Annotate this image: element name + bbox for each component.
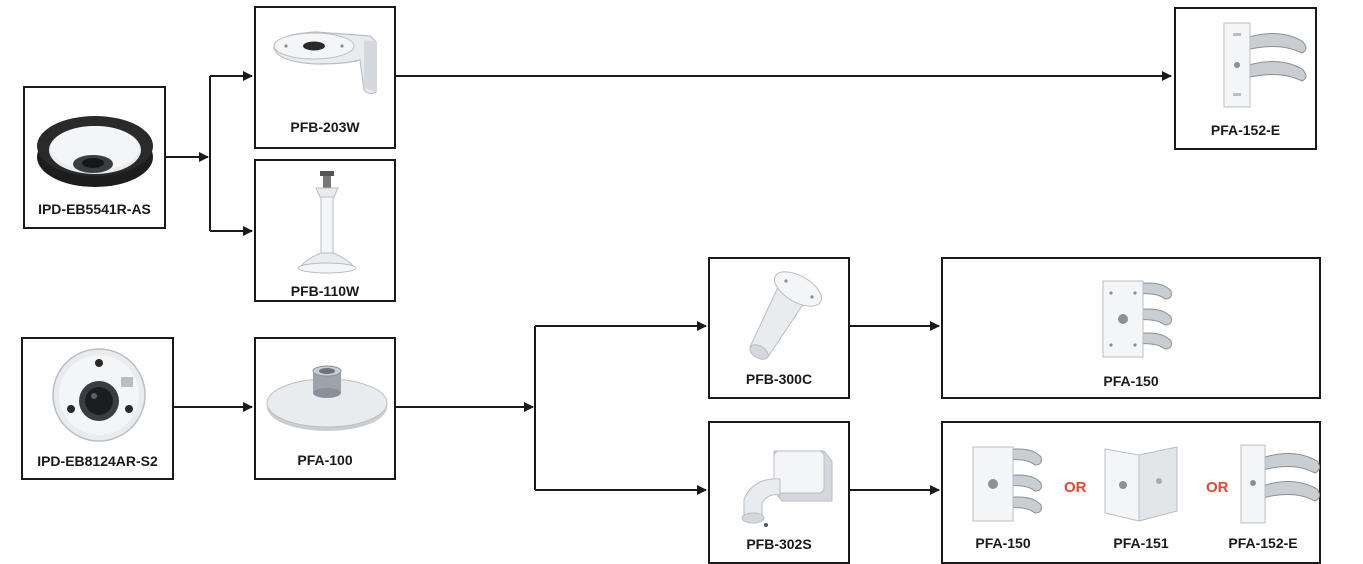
option-label-third: PFA-152-E: [1228, 535, 1298, 551]
turret-camera-icon: [52, 348, 146, 442]
node-pfb-203w: PFB-203W: [254, 6, 396, 149]
node-label-pfa150-single: PFA-150: [1103, 373, 1159, 389]
node-pole-mount-options: PFA-150 OR PFA-151 OR PFA-152-E: [941, 421, 1321, 564]
node-label-cam1: IPD-EB5541R-AS: [38, 201, 151, 217]
option-label-first: PFA-150: [975, 535, 1031, 551]
node-label-pfa152e-top: PFA-152-E: [1210, 122, 1281, 138]
wall-bracket-icon: [273, 31, 377, 95]
pole-mount-band-icon: [1223, 22, 1307, 108]
adapter-plate-icon: [266, 365, 388, 431]
node-pfa-100: PFA-100: [254, 337, 396, 480]
node-label-pfb300c: PFB-300C: [745, 371, 813, 387]
wall-junction-mount-icon: [741, 450, 833, 527]
node-label-pfb110w: PFB-110W: [290, 283, 360, 299]
node-ipd-eb8124ar-s2: IPD-EB8124AR-S2: [21, 337, 174, 480]
pfa-152-e-icon: [1240, 444, 1321, 524]
node-ipd-eb5541r-as: IPD-EB5541R-AS: [23, 86, 166, 229]
node-pfa-152-e-top: PFA-152-E: [1174, 7, 1317, 150]
node-label-pfb302s: PFB-302S: [746, 536, 812, 552]
pfa-150-icon: [972, 446, 1042, 522]
pole-mount-plate-icon: [1102, 280, 1172, 358]
node-label-pfa100: PFA-100: [297, 452, 353, 468]
fisheye-camera-icon: [37, 116, 153, 187]
ceiling-bracket-icon: [297, 171, 357, 274]
option-label-second: PFA-151: [1113, 535, 1169, 551]
node-pfb-110w: PFB-110W: [254, 159, 396, 302]
node-label-cam2: IPD-EB8124AR-S2: [37, 453, 158, 469]
pendant-mount-icon: [749, 271, 822, 360]
pfa-151-icon: [1104, 446, 1178, 522]
node-pfa-150-single: PFA-150: [941, 257, 1321, 399]
node-label-pfb203w: PFB-203W: [290, 119, 360, 135]
node-pfb-300c: PFB-300C: [708, 257, 850, 399]
or-separator-1: OR: [1064, 479, 1087, 496]
or-separator-2: OR: [1206, 479, 1229, 496]
node-pfb-302s: PFB-302S: [708, 421, 850, 564]
